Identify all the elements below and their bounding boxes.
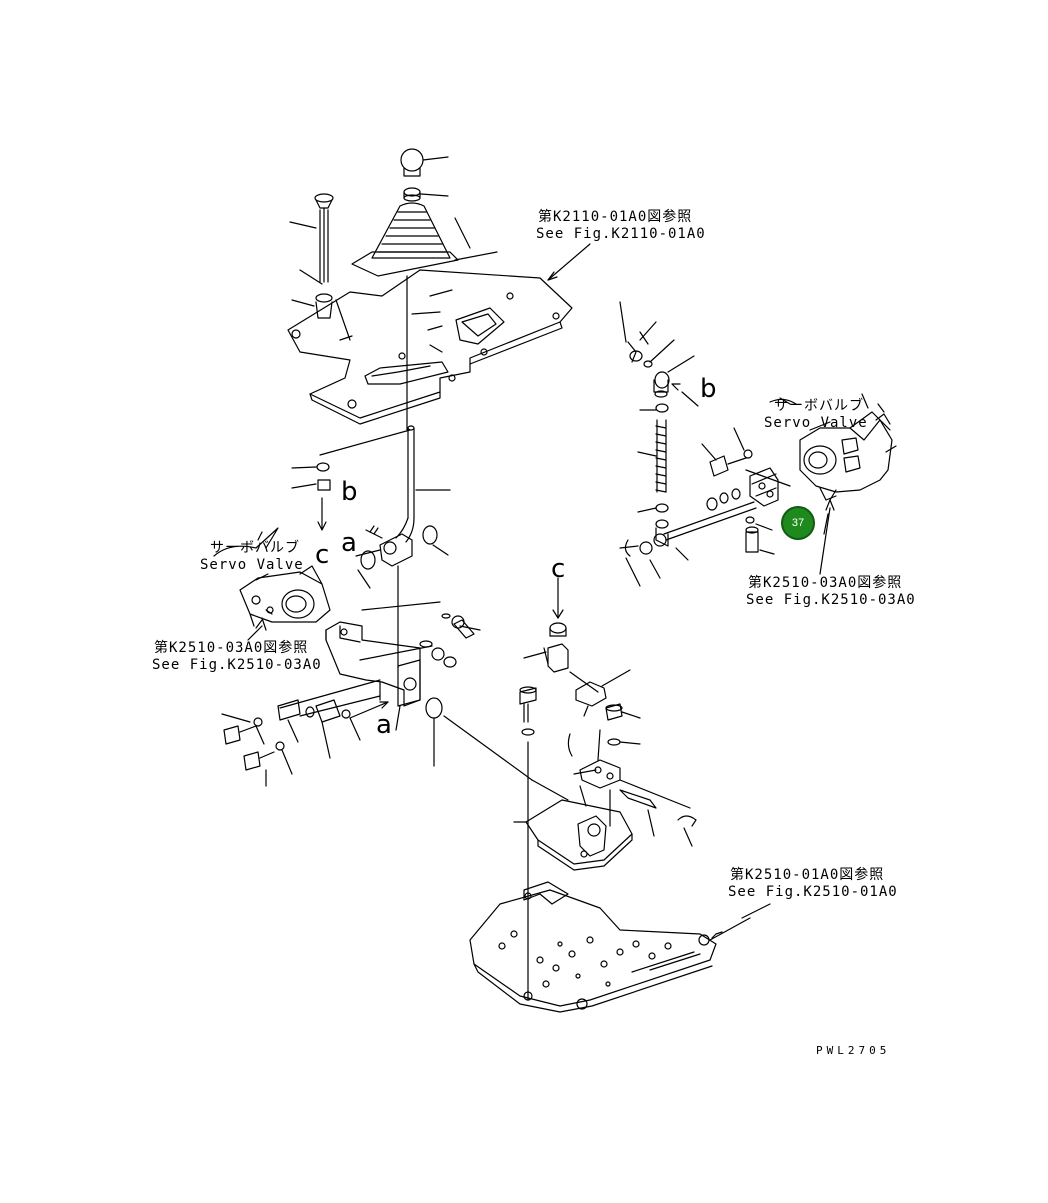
shift-knob-assembly [351,148,498,277]
right-servo-label-jp: サーボバルブ [774,398,864,414]
right-linkage [619,301,757,587]
right-servo-valve [769,393,897,575]
left-servo-label-jp: サーボバルブ [210,540,300,556]
connection-letter-a-lower: a [376,710,392,740]
console-bolt [289,193,351,341]
console-plate [287,243,591,425]
floor-plate [469,881,771,1013]
right-reference-en: See Fig.K2510-03A0 [746,592,916,608]
part-callout-marker[interactable]: 37 [781,506,815,540]
lever-bracket [277,601,441,731]
right-reference-jp: 第K2510-03A0図参照 [748,575,903,591]
left-reference-jp: 第K2510-03A0図参照 [154,640,309,656]
left-servo-label-en: Servo Valve [200,557,304,573]
top-reference-en: See Fig.K2110-01A0 [536,226,706,242]
left-reference-en: See Fig.K2510-03A0 [152,657,322,673]
right-servo-bracket [701,427,791,555]
top-reference-jp: 第K2110-01A0図参照 [538,209,693,225]
lower-bracket [425,697,633,871]
right-servo-label-en: Servo Valve [764,415,868,431]
drawing-code: PWL2705 [816,1044,891,1057]
connection-letter-c-mid: c [551,554,566,584]
bracket-fasteners [221,613,481,787]
bottom-reference-jp: 第K2510-01A0図参照 [730,867,885,883]
shift-rod [291,275,411,531]
connection-letter-b-right: b [700,374,717,404]
bottom-reference-en: See Fig.K2510-01A0 [728,884,898,900]
left-servo-valve [213,527,331,641]
connection-letter-a-upper: a [341,528,357,558]
connection-letter-c-left: c [315,540,330,570]
connection-letter-b-left: b [341,477,358,507]
center-linkage [443,577,697,1001]
shift-lever [355,425,451,669]
